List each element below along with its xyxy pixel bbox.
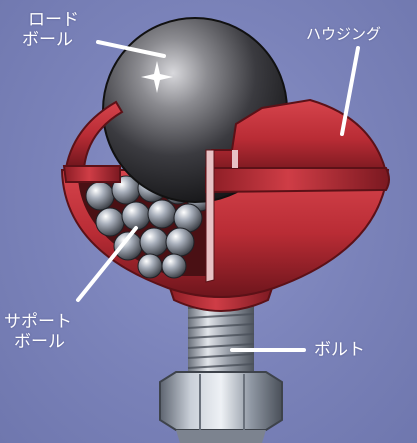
sparkle-highlight: [141, 61, 173, 93]
label-housing: ハウジング: [306, 25, 382, 43]
label-bolt: ボルト: [314, 340, 365, 360]
label-load-ball-line1: ロード: [28, 10, 79, 30]
label-support-ball: サポート ボール: [4, 312, 72, 352]
leader-lines: [76, 40, 360, 352]
housing-cap: [62, 98, 390, 283]
hex-nut: [159, 371, 283, 443]
label-support-ball-line1: サポート: [4, 312, 72, 332]
leader-load-ball: [96, 40, 166, 58]
bolt-shank: [187, 300, 255, 380]
leader-support-ball: [76, 226, 138, 302]
label-load-ball-line2: ボール: [22, 30, 73, 50]
label-support-ball-line2: ボール: [14, 332, 65, 352]
leader-housing: [340, 46, 360, 136]
label-load-ball: ロード ボール: [22, 10, 79, 50]
